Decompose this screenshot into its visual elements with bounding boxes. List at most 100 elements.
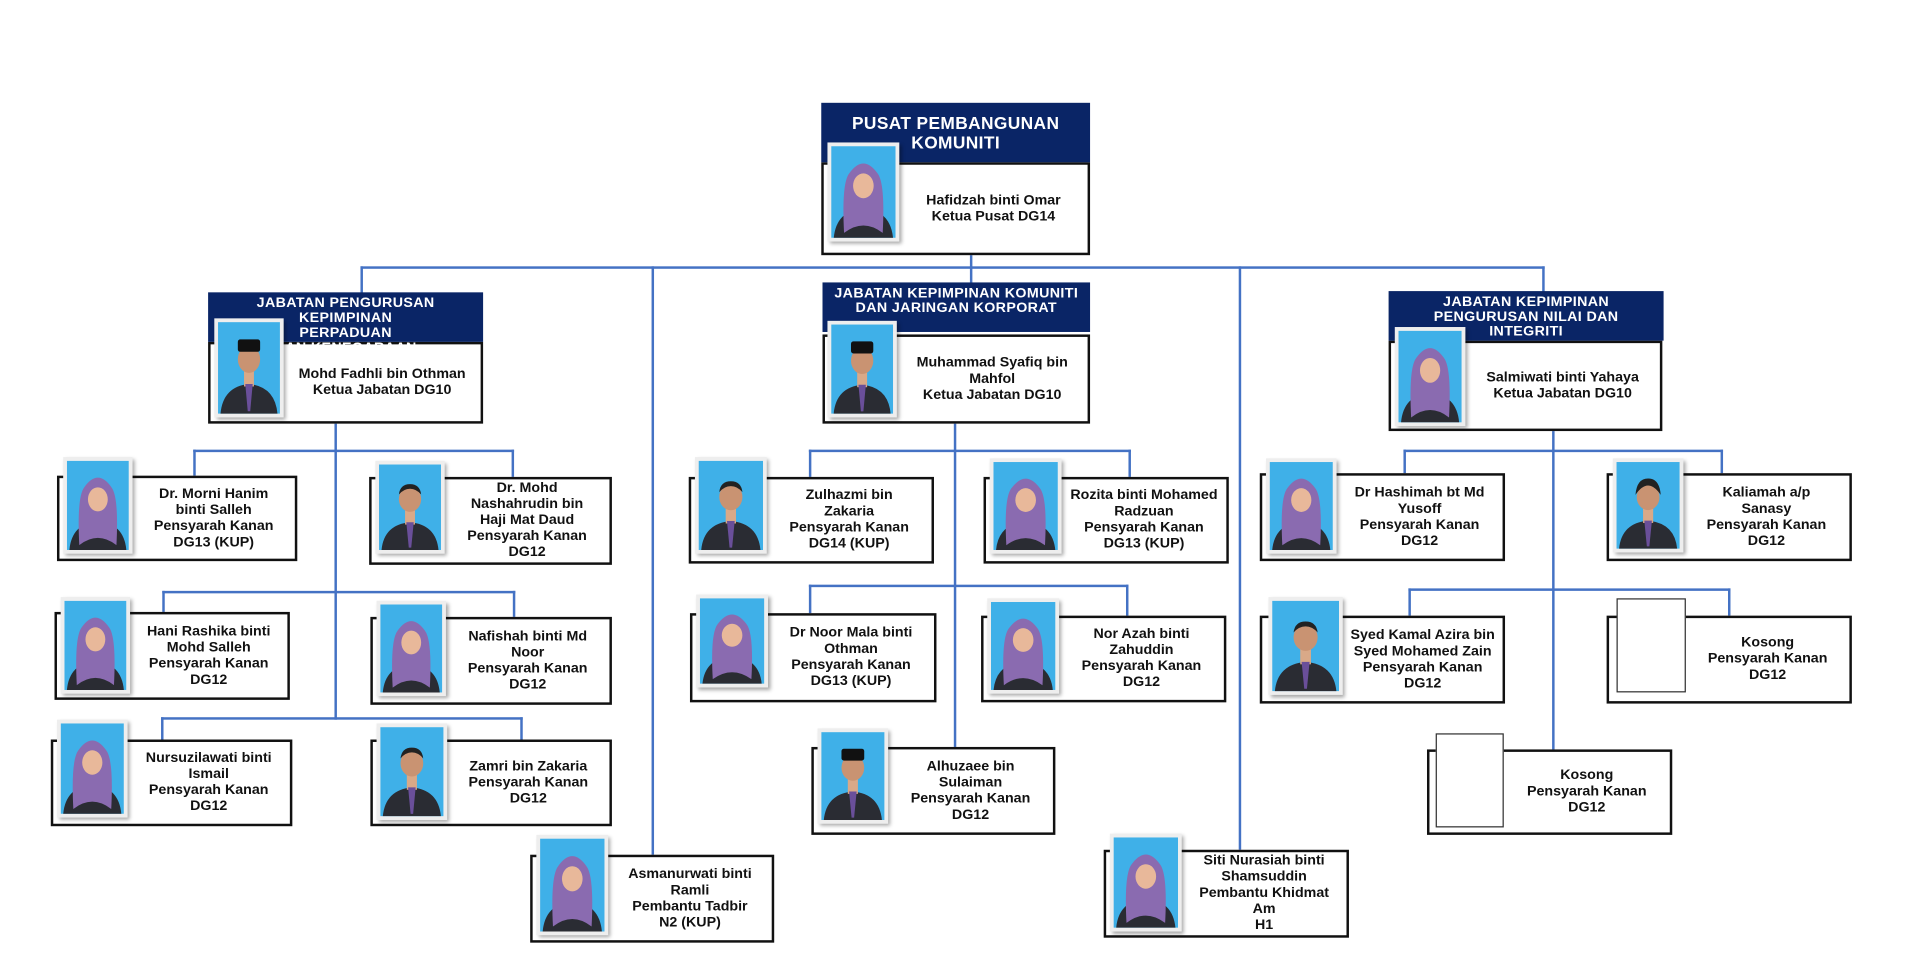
connector-line bbox=[334, 422, 338, 721]
person-photo bbox=[827, 320, 897, 418]
connector-line bbox=[808, 449, 1132, 453]
person-photo bbox=[56, 719, 128, 818]
text-line: Sulaiman bbox=[938, 774, 1003, 790]
connector-line bbox=[511, 449, 515, 479]
text-line: PENGURUSAN NILAI DAN bbox=[1433, 309, 1619, 325]
text-line: Haji Mat Daud bbox=[479, 512, 575, 528]
text-line: Kosong bbox=[1741, 635, 1795, 651]
text-line: DG12 bbox=[190, 672, 228, 687]
text-line: Hani Rashika binti bbox=[146, 623, 271, 639]
connector-line bbox=[1408, 588, 1731, 592]
person-photo bbox=[696, 594, 769, 688]
connector-line bbox=[161, 590, 516, 594]
text-line: Zamri bin Zakaria bbox=[469, 758, 588, 774]
text-line: Am bbox=[1252, 901, 1276, 917]
text-line: Pembantu Khidmat bbox=[1199, 885, 1330, 901]
connector-line bbox=[161, 590, 166, 614]
text-line: DAN KENEGARAAN bbox=[274, 340, 417, 356]
connector-line bbox=[1403, 449, 1724, 453]
text-line: Pensyarah Kanan bbox=[467, 528, 587, 544]
text-line: Pensyarah Kanan bbox=[1081, 658, 1202, 674]
text-line: Ketua Pusat DG14 bbox=[931, 208, 1056, 224]
text-line: Pensyarah Kanan bbox=[1084, 520, 1204, 536]
text-line: DG13 (KUP) bbox=[1103, 536, 1185, 552]
text-line: Salmiwati binti Yahaya bbox=[1486, 369, 1639, 385]
text-line: DG12 bbox=[190, 798, 228, 814]
text-line: DG12 bbox=[1404, 675, 1442, 691]
text-line: JABATAN KEPIMPINAN bbox=[1443, 294, 1610, 310]
text-line: Sanasy bbox=[1741, 501, 1792, 516]
person-photo bbox=[694, 457, 767, 554]
person-photo bbox=[536, 834, 609, 936]
connector-line bbox=[1403, 449, 1407, 475]
connector-line bbox=[651, 266, 655, 857]
text-line: Kosong bbox=[1560, 768, 1614, 783]
connector-line bbox=[808, 584, 1129, 588]
text-line: INTEGRITI bbox=[1489, 324, 1563, 340]
connector-line bbox=[192, 449, 197, 478]
text-line: binti Salleh bbox=[175, 502, 252, 518]
text-line: Syed Mohamed Zain bbox=[1353, 643, 1492, 659]
person-photo bbox=[989, 458, 1062, 554]
text-line: Zulhazmi bin bbox=[805, 488, 893, 503]
blank-photo-placeholder bbox=[1616, 598, 1686, 693]
person-photo bbox=[1394, 327, 1466, 427]
connector-line bbox=[192, 449, 515, 453]
text-line: Alhuzaee bin bbox=[926, 758, 1015, 774]
person-photo bbox=[817, 728, 889, 824]
text-line: JABATAN PENGURUSAN KEPIMPINAN bbox=[256, 296, 435, 326]
text-line: Nashahrudin bin bbox=[470, 496, 584, 512]
text-line: Dr Hashimah bt Md bbox=[1354, 484, 1485, 500]
connector-line bbox=[969, 266, 973, 284]
connector-line bbox=[512, 590, 516, 619]
text-line: Noor bbox=[511, 644, 545, 660]
text-line: DG12 bbox=[1400, 533, 1439, 549]
text-line: DG12 bbox=[1122, 675, 1161, 690]
person-photo bbox=[376, 600, 446, 697]
person-photo bbox=[375, 460, 445, 554]
person-photo bbox=[376, 723, 448, 821]
connector-line bbox=[1125, 584, 1129, 618]
person-photo bbox=[1268, 597, 1343, 695]
text-line: PUSAT PEMBANGUNAN bbox=[851, 112, 1060, 133]
text-line: Ketua Jabatan DG10 bbox=[312, 382, 452, 398]
text-line: DG12 bbox=[1749, 667, 1787, 683]
text-line: H1 bbox=[1254, 917, 1274, 933]
connector-line bbox=[360, 266, 364, 294]
person-photo bbox=[1109, 833, 1182, 932]
text-line: Pensyarah Kanan bbox=[789, 520, 909, 536]
text-line: Nor Azah binti bbox=[1093, 626, 1190, 642]
text-line: Zakaria bbox=[824, 504, 875, 520]
text-line: Shamsuddin bbox=[1221, 869, 1307, 885]
text-line: DG12 bbox=[1747, 533, 1786, 549]
connector-line bbox=[519, 716, 524, 742]
connector-line bbox=[360, 266, 1545, 270]
text-line: N2 (KUP) bbox=[659, 914, 721, 930]
text-line: Hafidzah binti Omar bbox=[926, 192, 1061, 208]
text-line: Pensyarah Kanan bbox=[1707, 651, 1828, 667]
text-line: DG12 bbox=[1568, 800, 1606, 816]
text-line: Mahfol bbox=[969, 370, 1016, 386]
text-line: Mohd Salleh bbox=[166, 639, 251, 655]
text-line: Pembantu Tadbir bbox=[632, 898, 748, 914]
connector-line bbox=[1408, 588, 1412, 618]
person-photo bbox=[1265, 458, 1337, 554]
text-line: DAN JARINGAN KORPORAT bbox=[855, 301, 1058, 316]
text-line: PERPADUAN bbox=[299, 325, 392, 341]
text-line: Dr. Morni Hanim bbox=[159, 486, 269, 502]
text-line: Radzuan bbox=[1114, 504, 1174, 520]
